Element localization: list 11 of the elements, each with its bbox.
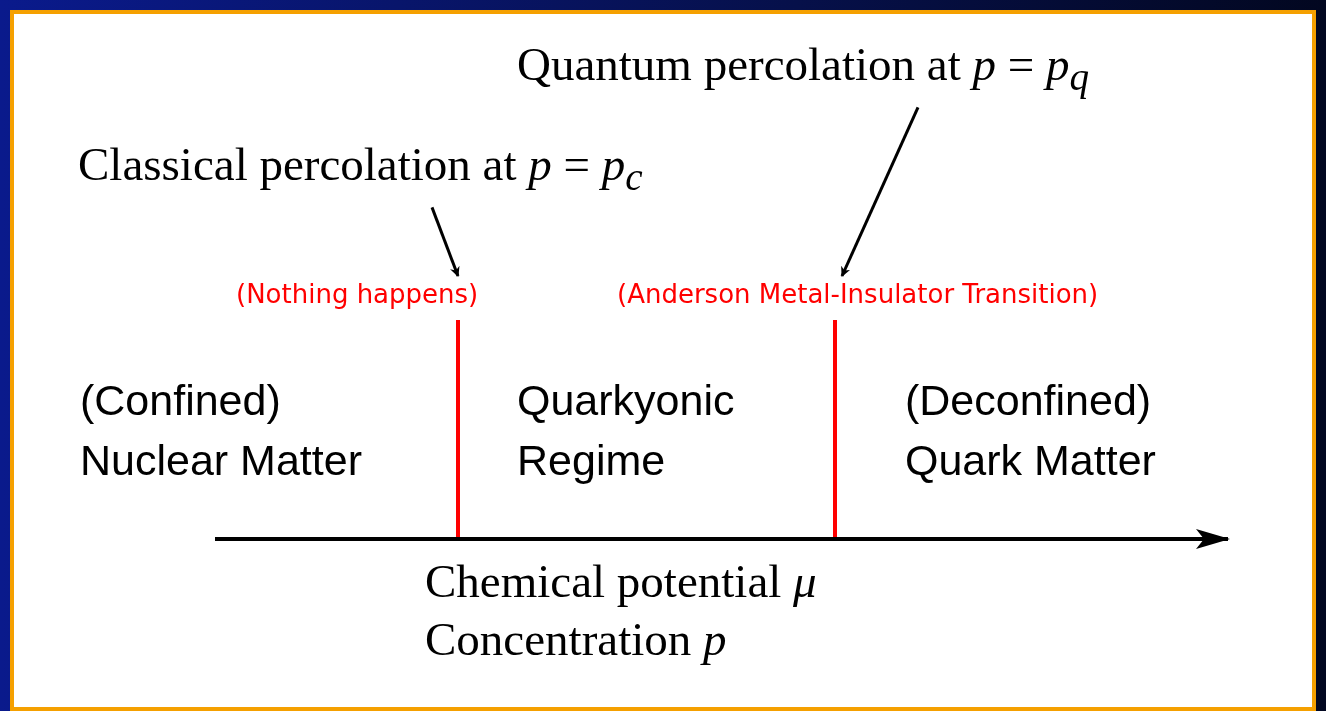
leader-arrow bbox=[840, 106, 920, 277]
leader-arrow bbox=[430, 206, 460, 277]
annotation-text: (Nothing happens) bbox=[236, 278, 479, 310]
region-label: Quarkyonic Regime bbox=[517, 375, 736, 486]
callout-text: Quantum percolation at p = p$_{q}$ bbox=[517, 36, 1090, 106]
axis-label: Chemical potential μ bbox=[425, 554, 817, 609]
callout-text: Classical percolation at p = p$_{c}$ bbox=[78, 136, 643, 206]
region-label: (Confined) Nuclear Matter bbox=[80, 375, 363, 486]
region-label: (Deconfined) Quark Matter bbox=[905, 375, 1157, 486]
annotation-text: (Anderson Metal-Insulator Transition) bbox=[617, 278, 1099, 310]
axis-label: Concentration p bbox=[425, 612, 727, 667]
